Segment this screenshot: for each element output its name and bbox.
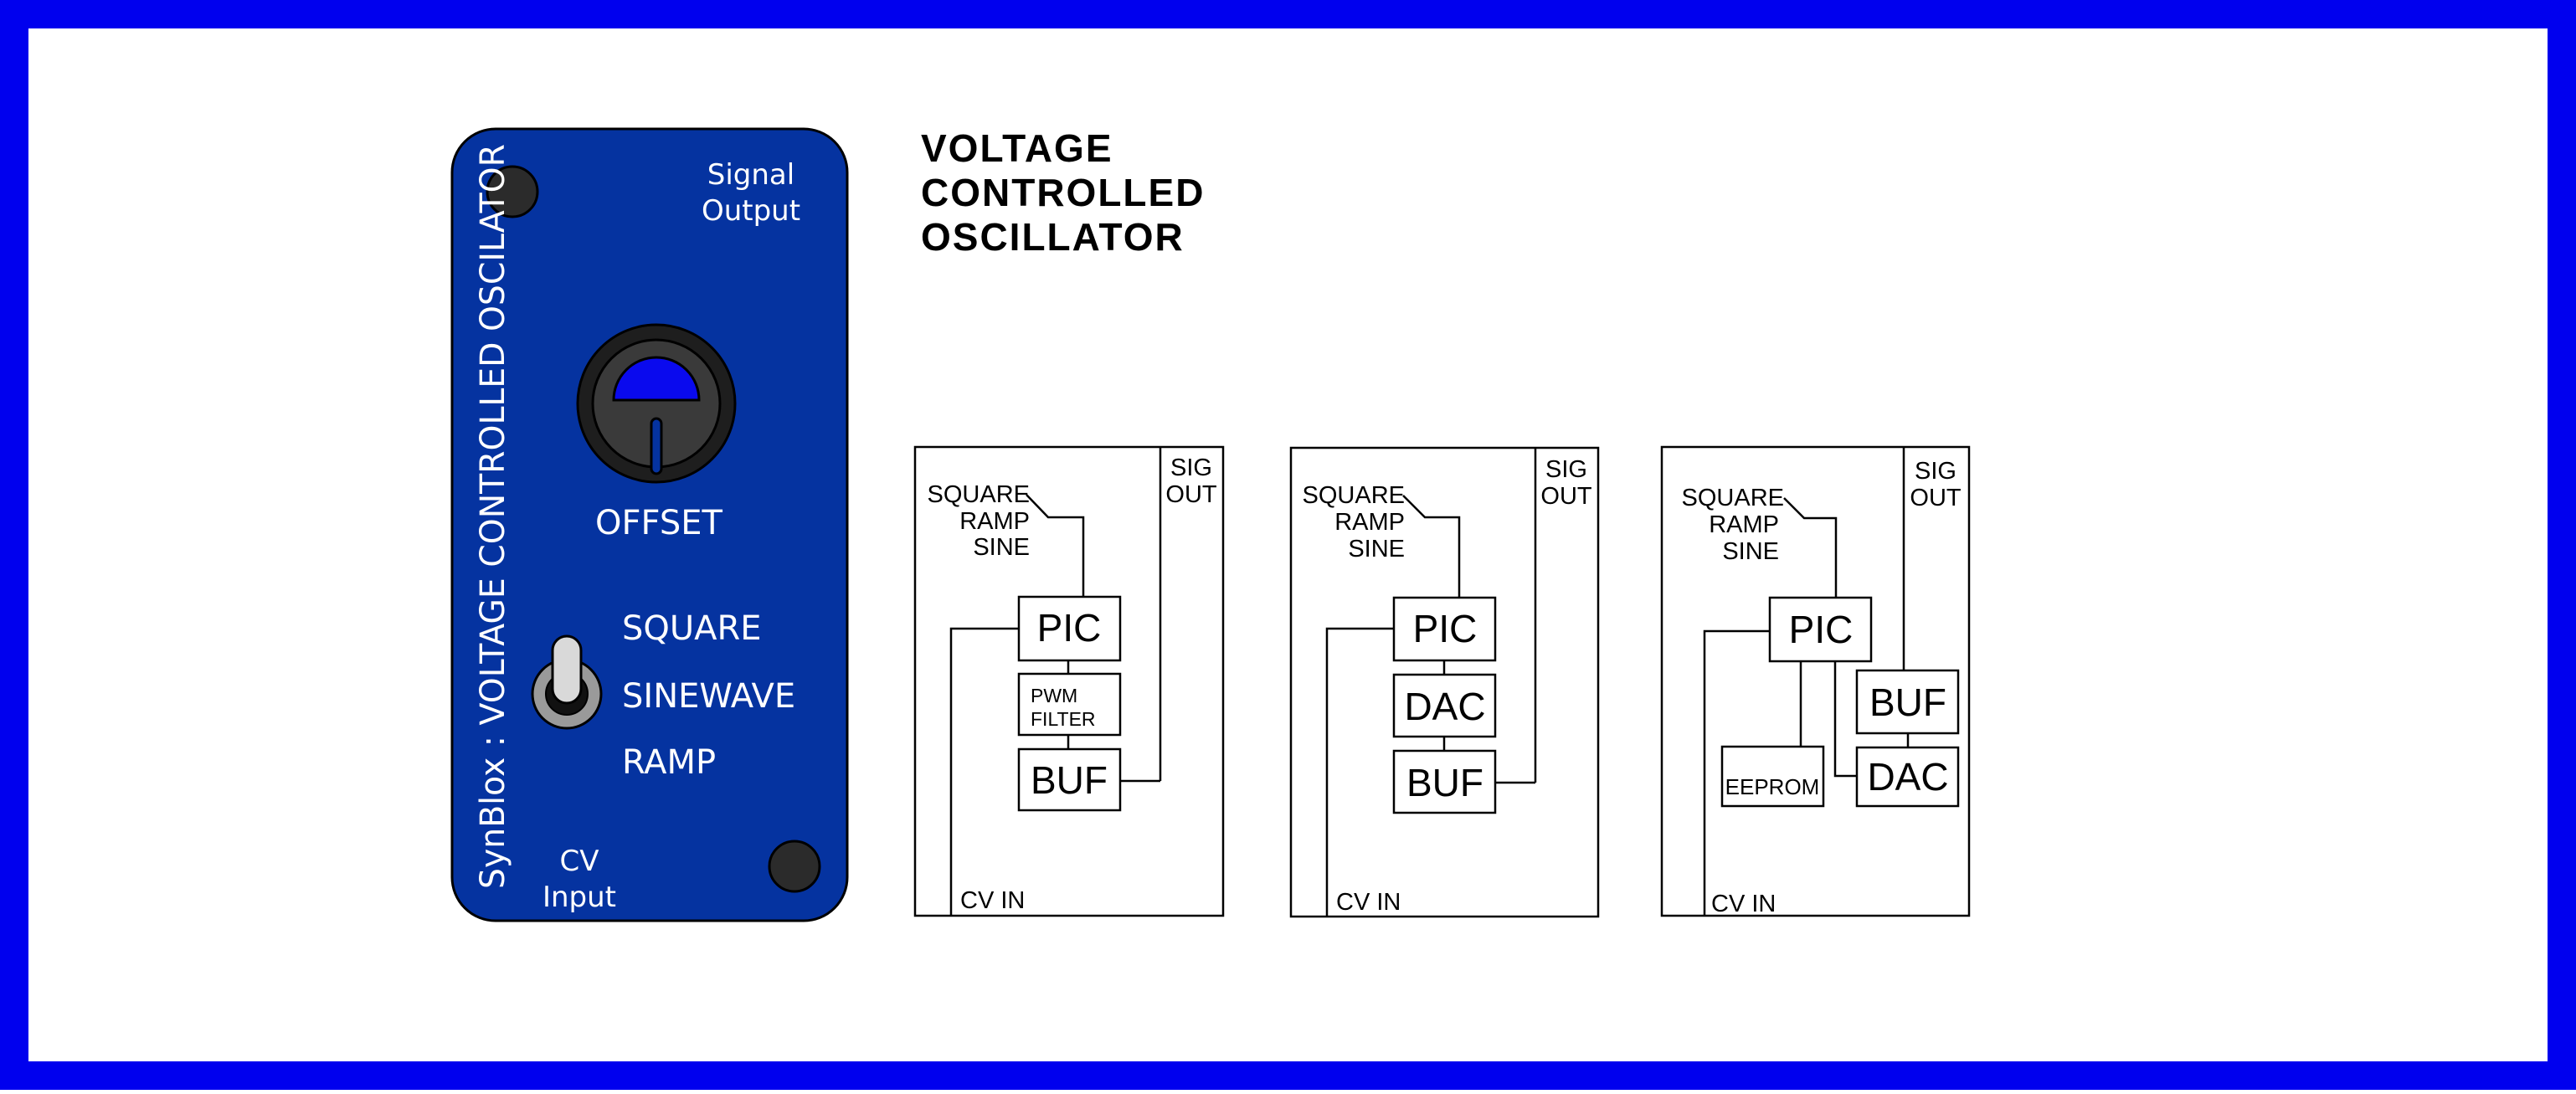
- sig-out-label-line2: OUT: [1165, 481, 1217, 508]
- waveform-label-sine: SINE: [1348, 536, 1405, 562]
- pic-label: PIC: [1037, 606, 1102, 650]
- switch-option-sinewave: SINEWAVE: [622, 677, 795, 716]
- waveform-label-ramp: RAMP: [959, 508, 1030, 535]
- synth-front-panel: SynBlox : VOLTAGE CONTROLLED OSCILATOR S…: [450, 127, 849, 922]
- waveform-label-ramp: RAMP: [1334, 509, 1405, 536]
- pic-label: PIC: [1789, 608, 1854, 651]
- cv-in-label: CV IN: [1711, 891, 1776, 917]
- block-diagram-eeprom: [1660, 445, 1971, 917]
- sig-out-label: SIG: [1545, 456, 1587, 483]
- buf-label: BUF: [1406, 761, 1483, 804]
- knob-pointer: [650, 417, 663, 475]
- filter-label: FILTER: [1031, 708, 1096, 730]
- waveform-label-square: SQUARE: [1303, 482, 1405, 509]
- switch-option-ramp: RAMP: [622, 743, 716, 782]
- waveform-label-square: SQUARE: [1682, 485, 1784, 511]
- dac-block: [1392, 673, 1497, 738]
- mounting-screw-bottom: [768, 840, 821, 893]
- waveform-label-ramp: RAMP: [1709, 511, 1779, 538]
- buf-block: [1017, 747, 1122, 812]
- sig-out-label-line2: OUT: [1910, 485, 1962, 511]
- sig-out-label-line2: OUT: [1540, 483, 1592, 510]
- diagram-1-frame: [913, 445, 1225, 917]
- title-line-3: OSCILLATOR: [921, 215, 1185, 259]
- eeprom-label: EEPROM: [1725, 774, 1820, 799]
- signal-output-label-line2: Output: [702, 194, 800, 228]
- buf-label: BUF: [1869, 681, 1946, 724]
- block-diagram-dac: [1289, 446, 1600, 918]
- eeprom-block: [1720, 745, 1825, 808]
- waveform-label-sine: SINE: [1722, 538, 1779, 565]
- sig-out-label: SIG: [1170, 455, 1212, 481]
- waveform-label-sine: SINE: [973, 534, 1030, 561]
- toggle-lever: [551, 634, 583, 705]
- title-line-1: VOLTAGE: [921, 126, 1113, 170]
- pic-block: [1392, 596, 1497, 662]
- signal-output-label: Signal: [707, 158, 794, 192]
- buf-block: [1855, 669, 1960, 735]
- block-diagram-pwm-labels: SQUARE RAMP SINE SIG OUT PIC PWM FILTER …: [928, 455, 1217, 914]
- diagram-3-frame: [1660, 445, 1971, 917]
- pic-block: [1017, 595, 1122, 662]
- waveform-toggle-switch[interactable]: [531, 634, 603, 730]
- offset-knob[interactable]: [576, 323, 737, 484]
- pic-block: [1768, 596, 1873, 663]
- waveform-label-square: SQUARE: [928, 481, 1030, 508]
- block-diagram-eeprom-labels: SQUARE RAMP SINE SIG OUT PIC BUF DAC EEP…: [1682, 458, 1962, 917]
- offset-label: OFFSET: [595, 504, 722, 542]
- block-diagram-pwm: [913, 445, 1225, 917]
- pwm-filter-block: [1017, 672, 1122, 737]
- block-diagram-dac-labels: SQUARE RAMP SINE SIG OUT PIC DAC BUF CV …: [1303, 456, 1592, 916]
- pic-label: PIC: [1413, 607, 1478, 650]
- mounting-screw-top: [486, 165, 539, 218]
- buf-label: BUF: [1031, 758, 1108, 802]
- cv-in-label: CV IN: [1336, 889, 1401, 916]
- switch-option-square: SQUARE: [622, 609, 762, 648]
- cv-input-label-line2: Input: [542, 881, 616, 914]
- title-line-2: CONTROLLED: [921, 171, 1205, 214]
- cv-in-label: CV IN: [960, 887, 1025, 914]
- cv-input-label: CV: [560, 845, 599, 878]
- dac-block: [1855, 746, 1960, 808]
- sig-out-label: SIG: [1915, 458, 1956, 485]
- panel-vertical-label: SynBlox : VOLTAGE CONTROLLED OSCILATOR: [474, 144, 512, 889]
- diagram-2-frame: [1289, 446, 1600, 918]
- buf-block: [1392, 749, 1497, 814]
- dac-label: DAC: [1867, 755, 1948, 799]
- pwm-label: PWM: [1031, 685, 1077, 706]
- dac-label: DAC: [1404, 685, 1485, 728]
- knob-indicator-icon: [612, 356, 701, 402]
- page-title: VOLTAGE CONTROLLED OSCILLATOR: [921, 126, 1205, 259]
